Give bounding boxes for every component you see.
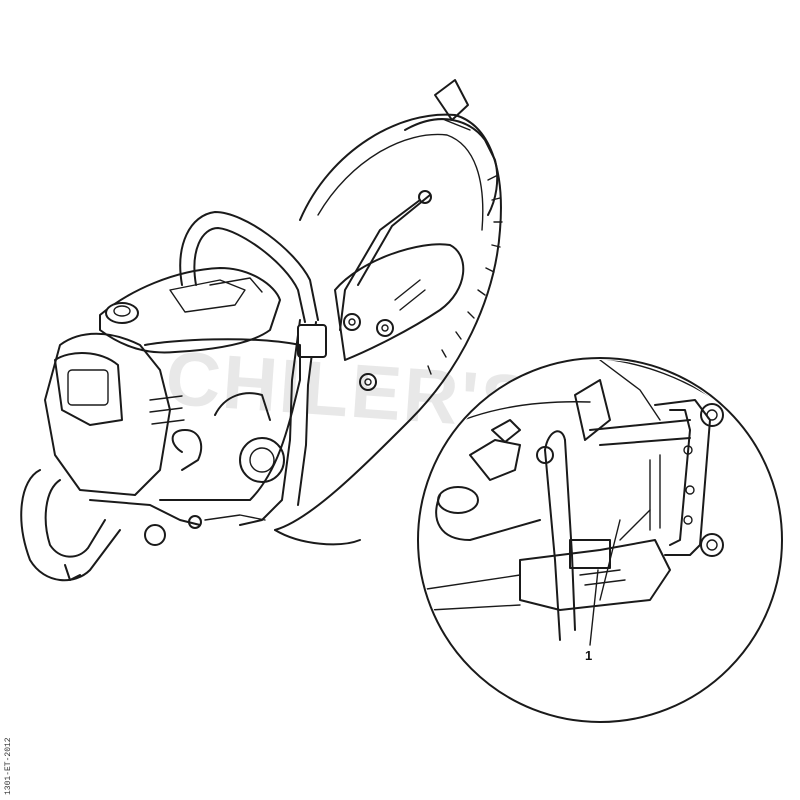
- detail-view: 1: [417, 357, 783, 723]
- callout-label: 1: [585, 648, 592, 663]
- drawing-code: 1301-ET-2012: [4, 737, 13, 795]
- callout-leader: [589, 569, 599, 646]
- cut-off-saw: [20, 79, 503, 582]
